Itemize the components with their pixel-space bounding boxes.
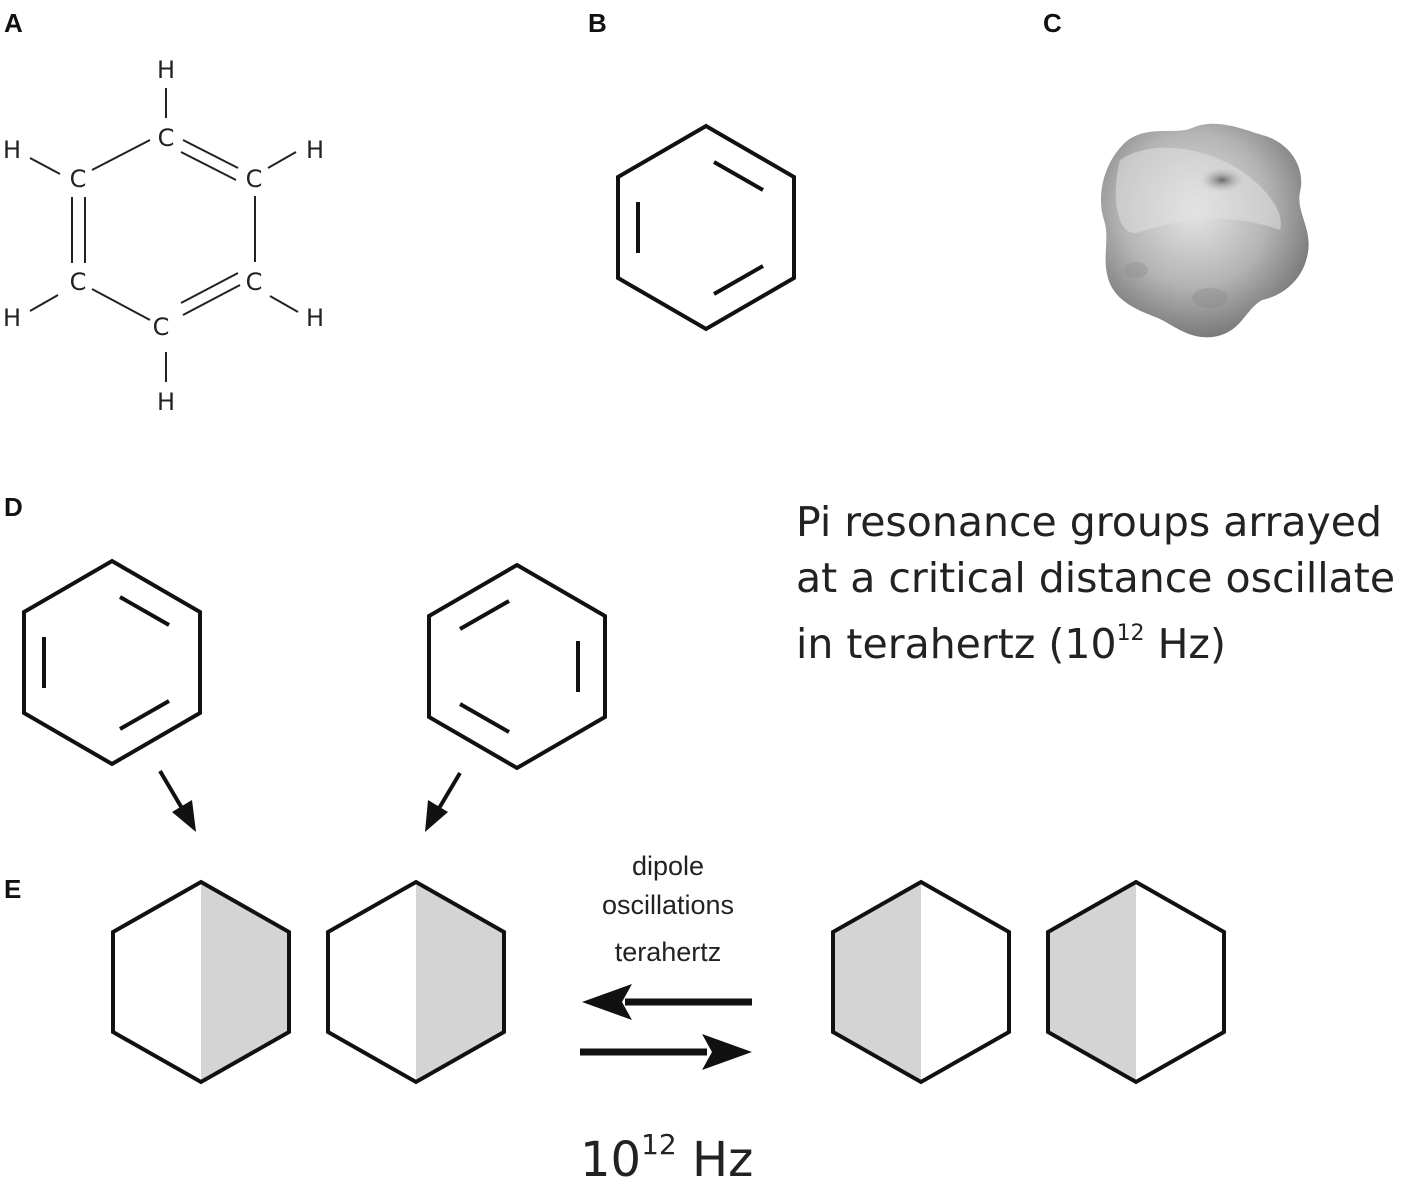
dipole-hexagon-2 xyxy=(326,879,506,1085)
frequency-base: 10 xyxy=(580,1132,642,1188)
caption-line-3-exponent: 12 xyxy=(1116,621,1145,646)
electron-density-surface xyxy=(1101,123,1309,338)
caption-line-3: in terahertz (1012 Hz) xyxy=(796,606,1408,672)
arrow-oscillation-left xyxy=(582,984,752,1020)
benzene-structural-formula xyxy=(29,88,299,382)
frequency-label: 1012 Hz xyxy=(580,1128,753,1188)
caption: Pi resonance groups arrayed at a critica… xyxy=(796,494,1408,672)
atom-h-bottom: H xyxy=(157,388,175,416)
panel-label-b: B xyxy=(588,8,607,38)
arrow-oscillation-right xyxy=(580,1034,752,1070)
atom-c-upper-right: C xyxy=(246,165,263,193)
arrow-left-down xyxy=(158,769,196,832)
oscillation-label: dipole oscillations terahertz xyxy=(602,851,734,967)
atom-c-lower-right: C xyxy=(246,268,263,296)
atom-c-top: C xyxy=(158,124,175,152)
atom-c-bottom: C xyxy=(153,313,170,341)
caption-line-1: Pi resonance groups arrayed xyxy=(796,498,1382,546)
dipole-hexagon-4 xyxy=(1046,879,1226,1085)
caption-line-2: at a critical distance oscillate xyxy=(796,554,1396,602)
panel-label-e: E xyxy=(4,874,22,904)
atom-c-upper-left: C xyxy=(70,165,87,193)
panel-label-d: D xyxy=(4,492,23,522)
dipole-hexagon-1 xyxy=(111,879,291,1085)
atom-h-top: H xyxy=(157,56,175,84)
benzene-right-d xyxy=(427,562,607,771)
atom-h-upper-left: H xyxy=(3,136,21,164)
dipole-hexagon-3 xyxy=(831,879,1011,1085)
panel-label-a: A xyxy=(4,8,23,38)
oscillation-label-line3: terahertz xyxy=(615,937,722,967)
benzene-atom-labels: H C H C C H C C H H C H xyxy=(3,56,324,416)
benzene-skeletal-b xyxy=(616,123,796,332)
oscillation-label-line2: oscillations xyxy=(602,890,734,920)
atom-h-upper-right: H xyxy=(306,136,324,164)
atom-h-lower-right: H xyxy=(306,304,324,332)
atom-c-lower-left: C xyxy=(70,268,87,296)
benzene-left-d xyxy=(22,558,202,767)
caption-line-3-suffix: Hz) xyxy=(1144,620,1226,668)
panel-label-c: C xyxy=(1043,8,1062,38)
arrow-right-down xyxy=(425,771,462,832)
caption-line-3-prefix: in terahertz (10 xyxy=(796,620,1117,668)
oscillation-label-line1: dipole xyxy=(632,851,704,881)
frequency-exponent: 12 xyxy=(641,1128,677,1161)
atom-h-lower-left: H xyxy=(3,304,21,332)
frequency-unit: Hz xyxy=(676,1132,754,1188)
